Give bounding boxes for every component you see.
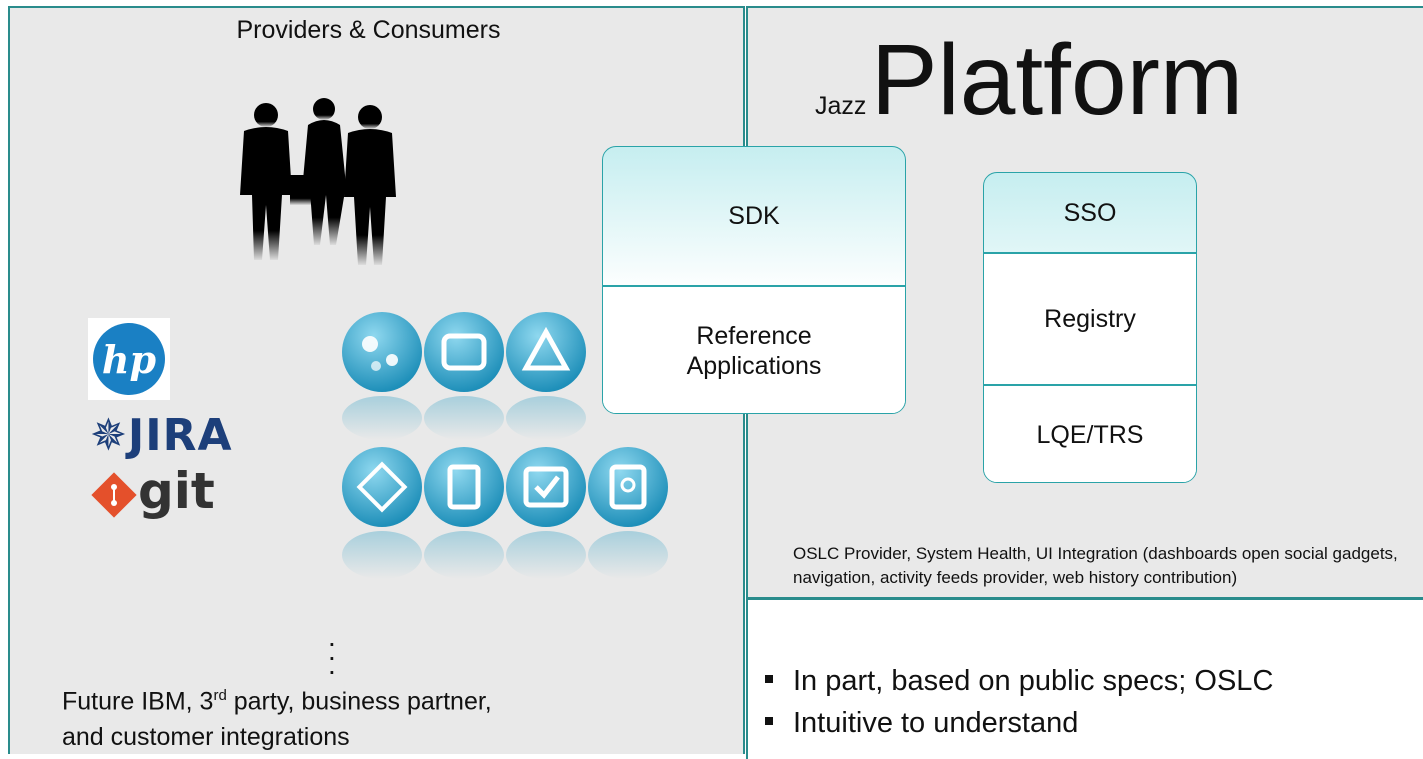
services-divider-1 <box>984 252 1196 254</box>
services-box: SSO Registry LQE/TRS <box>983 172 1197 483</box>
lqe-trs-label: LQE/TRS <box>984 386 1196 482</box>
app-icon-4 <box>342 447 422 579</box>
continuation-dots: ... <box>328 621 336 680</box>
people-silhouette-icon <box>240 98 396 265</box>
jira-logo-text: JIRA <box>127 410 233 461</box>
bullet-list: In part, based on public specs; OSLC Int… <box>765 660 1273 744</box>
platform-title: Jazz Platform <box>815 30 1243 130</box>
future-integrations-text: Future IBM, 3rd party, business partner,… <box>62 687 492 752</box>
svg-text:hp: hp <box>102 337 157 382</box>
app-icons-row-1 <box>342 312 586 440</box>
jazz-prefix: Jazz <box>815 92 867 120</box>
app-icon-1 <box>342 312 422 440</box>
hp-logo: hp <box>88 318 170 400</box>
bullet-item: In part, based on public specs; OSLC <box>765 660 1273 702</box>
jira-logo: ✵JIRA <box>90 410 233 461</box>
sdk-divider <box>603 285 905 287</box>
git-logo: git <box>90 462 215 520</box>
reference-applications-label: Reference Applications <box>603 287 905 413</box>
registry-label: Registry <box>984 254 1196 384</box>
app-icon-2 <box>424 312 504 440</box>
notes-panel <box>746 599 1423 759</box>
app-icon-3 <box>506 312 586 440</box>
providers-consumers-title: Providers & Consumers <box>236 16 501 44</box>
oslc-description: OSLC Provider, System Health, UI Integra… <box>793 544 1398 587</box>
app-icon-7 <box>588 447 668 579</box>
bullet-square-icon <box>765 675 773 684</box>
services-divider-2 <box>984 384 1196 386</box>
git-diamond-icon <box>91 471 137 518</box>
app-icon-5 <box>424 447 504 579</box>
sdk-box: SDK Reference Applications <box>602 146 906 414</box>
sdk-label: SDK <box>728 202 780 230</box>
bullet-item: Intuitive to understand <box>765 702 1273 744</box>
app-icon-6 <box>506 447 586 579</box>
app-icons-row-2 <box>342 447 668 579</box>
sso-label: SSO <box>1063 198 1117 227</box>
platform-label: Platform <box>870 24 1244 136</box>
bullet-square-icon <box>765 717 773 726</box>
